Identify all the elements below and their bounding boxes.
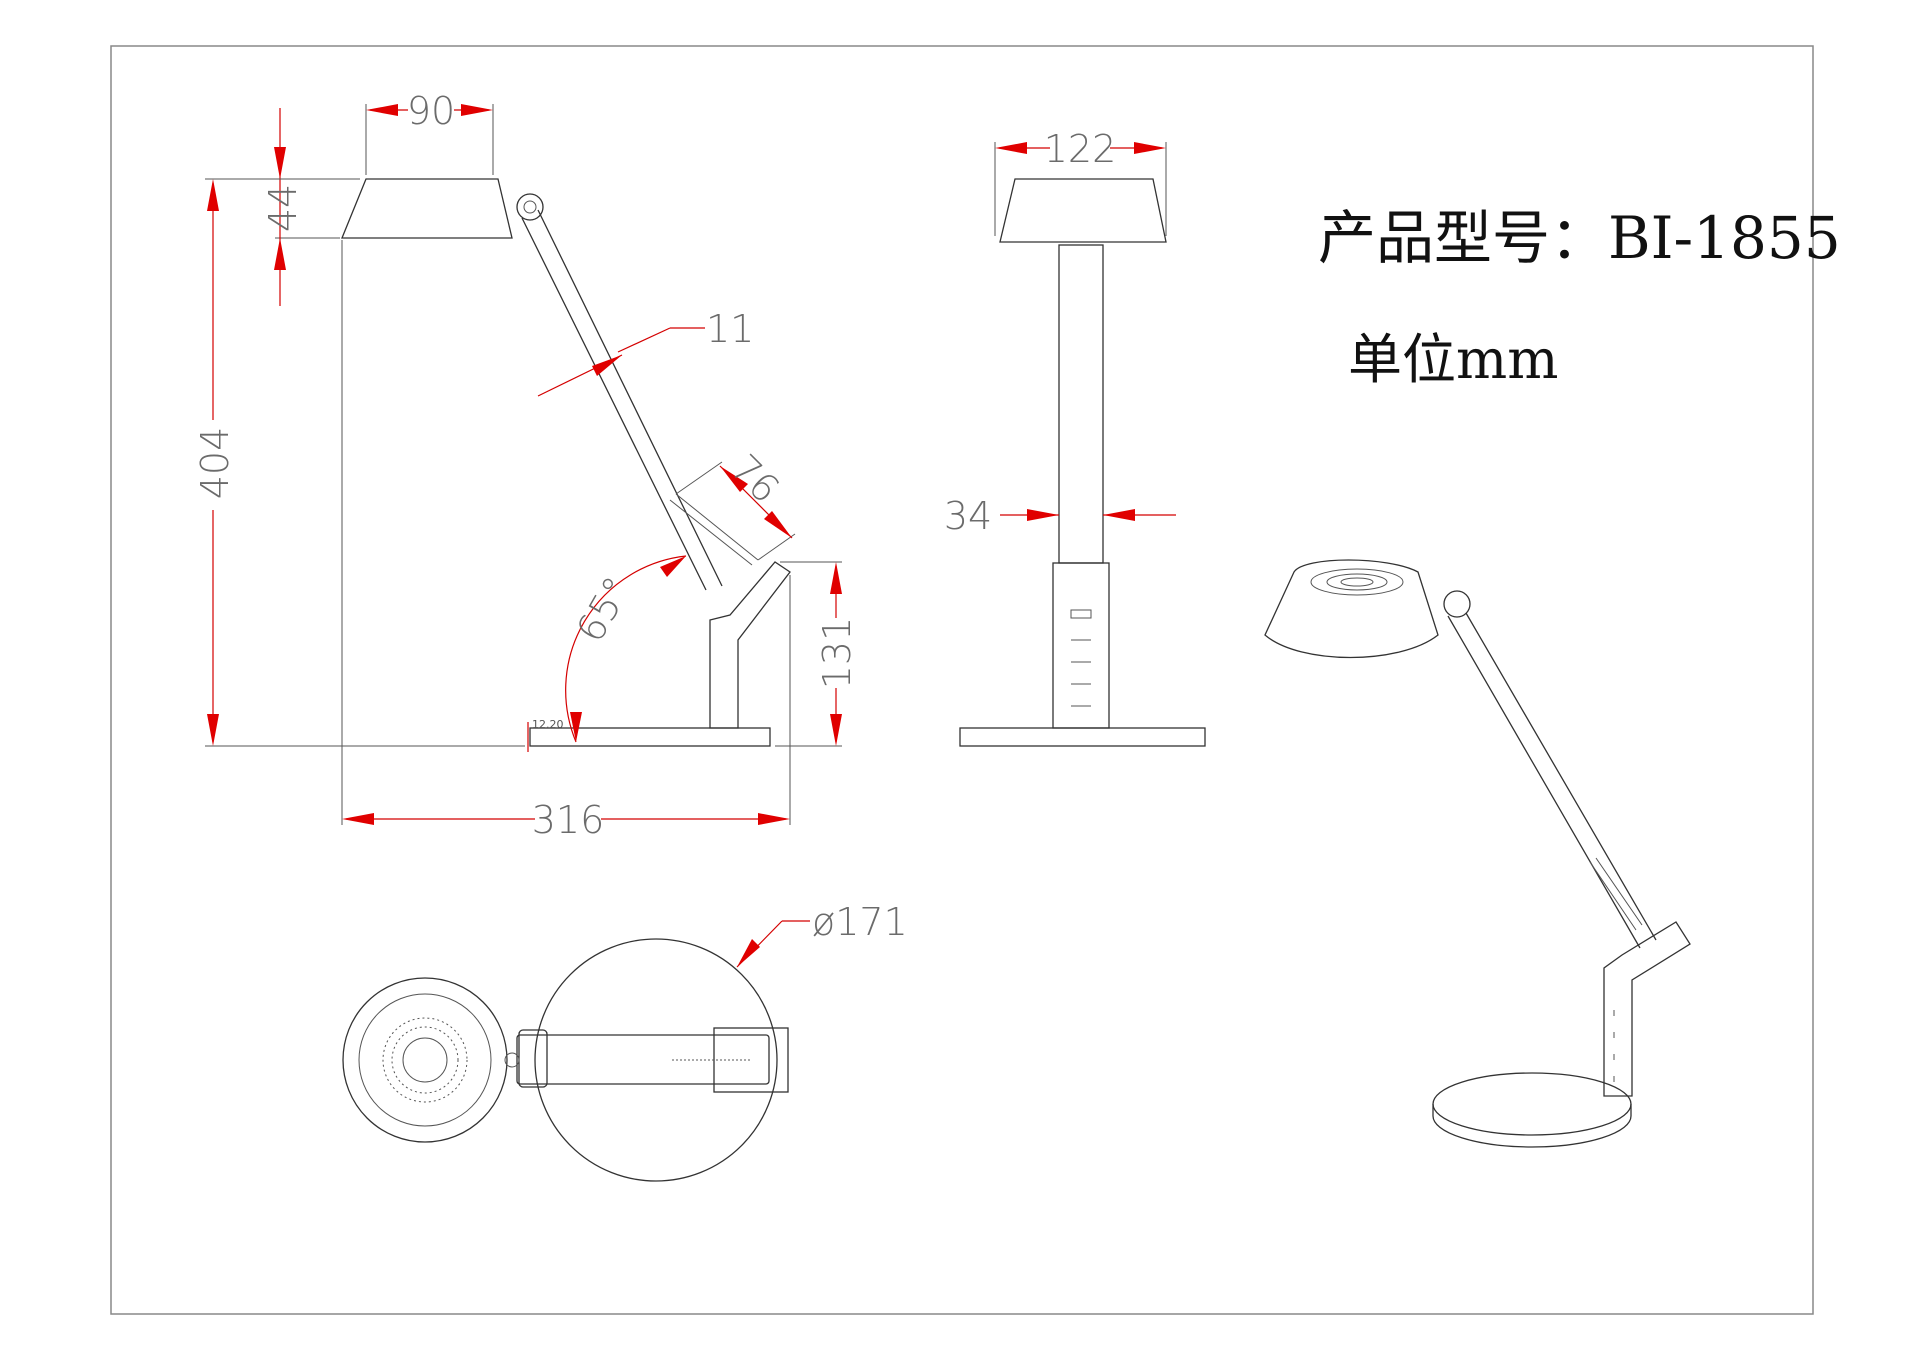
dim-base-thickness: 12.20: [532, 718, 564, 731]
dim-shade-width: 90: [407, 89, 455, 133]
front-shade: [999, 178, 1167, 243]
top-sweep-circle: [534, 938, 778, 1182]
front-column: [1058, 244, 1104, 564]
dim-column-width: 34: [944, 494, 992, 538]
dim-arm-angle: 65°: [568, 569, 640, 649]
perspective-base: [1432, 1072, 1632, 1136]
perspective-shade: [1264, 559, 1439, 659]
unit-label: 单位mm: [1348, 328, 1558, 391]
dim-front-shade-width: 122: [1044, 127, 1117, 171]
dim-stem-height: 131: [815, 617, 859, 690]
front-stem: [1052, 562, 1110, 729]
model-label: 产品型号：BI-1855: [1318, 204, 1841, 272]
side-view: 90 44 404 11 76 65°: [193, 89, 859, 842]
side-base: [529, 727, 771, 747]
top-view: ø171: [342, 900, 908, 1182]
front-view: 122 34: [944, 127, 1206, 747]
dim-slot-length: 76: [723, 446, 788, 511]
drawing-frame: [110, 45, 1814, 1315]
dim-sweep-diameter: ø171: [812, 900, 908, 944]
front-base: [959, 727, 1206, 747]
perspective-view: [1264, 559, 1691, 1148]
perspective-arm: [1447, 612, 1657, 949]
top-arm: [516, 1034, 770, 1085]
dim-shade-height: 44: [261, 184, 305, 232]
dim-total-height: 404: [193, 427, 237, 500]
perspective-stem: [1603, 921, 1691, 1097]
dim-total-depth: 316: [532, 798, 605, 842]
side-shade: [341, 178, 513, 239]
top-shade-outer: [342, 977, 508, 1143]
side-arm: [521, 209, 723, 591]
side-hinge: [516, 193, 544, 221]
dim-arm-width: 11: [706, 307, 754, 351]
side-stem: [709, 561, 791, 729]
